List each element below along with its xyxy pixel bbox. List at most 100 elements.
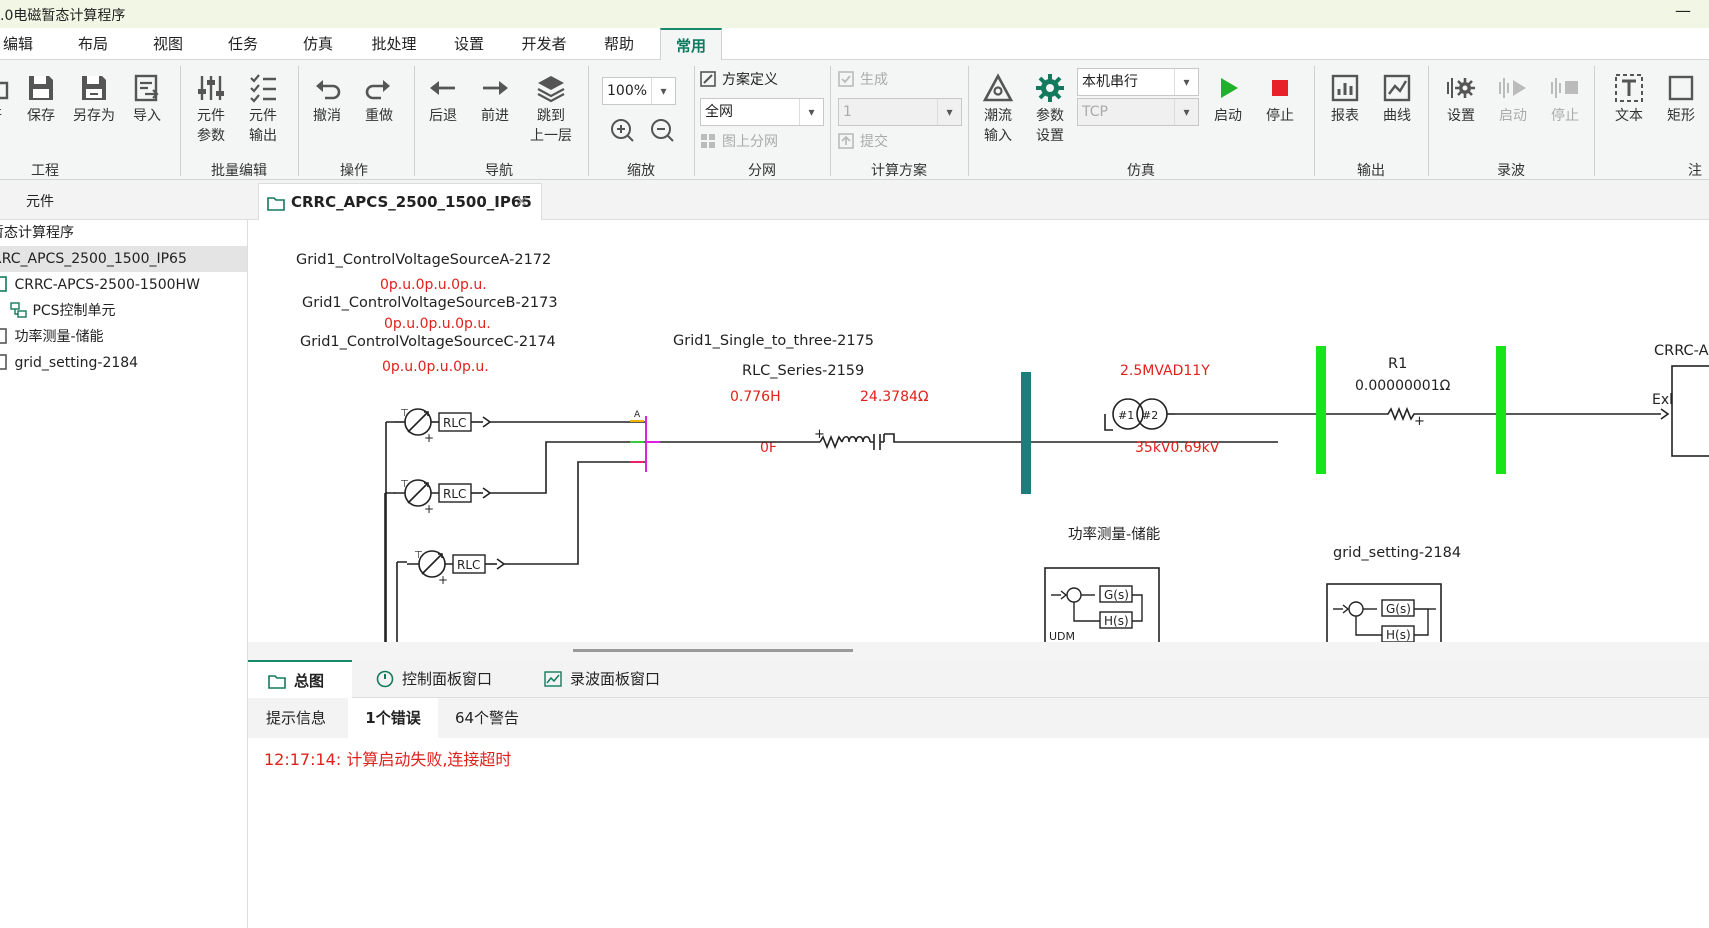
resistor-r1[interactable]: + bbox=[1376, 406, 1426, 429]
phase-a-mark: A bbox=[634, 410, 641, 420]
voltage-source-a[interactable]: RLC + ⊤ bbox=[394, 408, 632, 445]
zoom-select[interactable]: 100% ▾ bbox=[602, 77, 676, 105]
zoom-in-button[interactable] bbox=[608, 116, 636, 144]
menu-tab-settings[interactable]: 设置 bbox=[453, 35, 484, 53]
bus-35kv[interactable] bbox=[1021, 372, 1031, 494]
tab-overview[interactable]: 总图 bbox=[248, 660, 352, 698]
document-tab[interactable]: CRRC_APCS_2500_1500_IP65 × bbox=[258, 183, 542, 220]
curve-button[interactable]: 曲线 bbox=[1372, 72, 1422, 126]
menu-tab-common[interactable]: 常用 bbox=[660, 28, 722, 60]
svg-text:⊤: ⊤ bbox=[414, 550, 423, 561]
voltage-source-b[interactable]: RLC + ⊤ bbox=[394, 441, 632, 516]
horizontal-scrollbar[interactable] bbox=[248, 642, 1709, 660]
voltage-source-c[interactable]: RLC + ⊤ bbox=[407, 461, 632, 587]
separator bbox=[180, 66, 181, 176]
single-to-three-block[interactable]: A bbox=[630, 410, 660, 472]
import-button[interactable]: 导入 bbox=[122, 72, 172, 126]
power-meas-block[interactable]: G(s) H(s) UDM bbox=[1044, 567, 1160, 642]
menu-tab-edit[interactable]: 编辑 bbox=[2, 35, 33, 53]
powerflow-input-button[interactable]: 潮流 输入 bbox=[973, 72, 1023, 146]
group-operation: 操作 bbox=[340, 163, 368, 179]
menu-tab-help[interactable]: 帮助 bbox=[603, 35, 634, 53]
tree-item-project[interactable]: RRC_APCS_2500_1500_IP65 bbox=[0, 246, 247, 272]
menu-tab-task[interactable]: 任务 bbox=[227, 35, 258, 53]
component-params-button[interactable]: 元件 参数 bbox=[186, 72, 236, 146]
component-output-button[interactable]: 元件 输出 bbox=[238, 72, 288, 146]
rect-button[interactable]: 矩形 bbox=[1656, 72, 1706, 126]
subnet-on-graph-button[interactable]: 图上分网 bbox=[700, 130, 778, 154]
bus-left-green[interactable] bbox=[1316, 346, 1326, 474]
text-icon bbox=[1615, 74, 1643, 102]
back-button[interactable]: 后退 bbox=[418, 72, 468, 126]
rec-settings-button[interactable]: 设置 bbox=[1436, 72, 1486, 126]
param-settings-button[interactable]: 参数 设置 bbox=[1025, 72, 1075, 146]
component-output-label-1: 元件 bbox=[249, 108, 277, 124]
group-zoom: 缩放 bbox=[627, 163, 655, 179]
source-wires bbox=[384, 421, 407, 642]
scrollbar-thumb[interactable] bbox=[573, 649, 853, 652]
forward-button[interactable]: 前进 bbox=[470, 72, 520, 126]
rec-stop-button[interactable]: 停止 bbox=[1540, 72, 1590, 126]
scheme-define-button[interactable]: 方案定义 bbox=[700, 68, 778, 92]
component-panel-header: 元件 bbox=[0, 180, 248, 220]
redo-label: 重做 bbox=[365, 108, 393, 124]
transformer[interactable]: #1 #2 bbox=[1104, 398, 1577, 431]
tab-control-panel[interactable]: 控制面板窗口 bbox=[376, 660, 526, 698]
tree-item-pcs[interactable]: PCS控制单元 bbox=[10, 298, 247, 324]
window-title: .0电磁暂态计算程序 bbox=[0, 8, 126, 24]
minimize-button[interactable]: — bbox=[1675, 1, 1691, 20]
chevron-down-icon: ▾ bbox=[799, 99, 823, 125]
start-button[interactable]: 启动 bbox=[1203, 72, 1253, 126]
tree-item-label: 暂态计算程序 bbox=[0, 225, 74, 241]
bus-right-green[interactable] bbox=[1496, 346, 1506, 474]
text-button[interactable]: 文本 bbox=[1604, 72, 1654, 126]
goto-upper-label-2: 上一层 bbox=[530, 128, 572, 144]
menu-tab-layout[interactable]: 布局 bbox=[77, 35, 108, 53]
tab-errors[interactable]: 1个错误 bbox=[348, 698, 438, 738]
tree-item-grid-setting[interactable]: grid_setting-2184 bbox=[0, 350, 247, 376]
undo-button[interactable]: 撤消 bbox=[302, 72, 352, 126]
error-message[interactable]: 12:17:14: 计算启动失败,连接超时 bbox=[264, 750, 512, 769]
calc-select[interactable]: 1 ▾ bbox=[838, 98, 962, 126]
save-as-button[interactable]: 另存为 bbox=[69, 72, 119, 126]
rec-start-button[interactable]: 启动 bbox=[1488, 72, 1538, 126]
generate-button[interactable]: 生成 bbox=[838, 68, 888, 92]
grid-setting-block[interactable]: G(s) H(s) bbox=[1326, 583, 1442, 642]
subnet-select[interactable]: 全网 ▾ bbox=[700, 98, 824, 126]
menu-bar: 编辑 布局 视图 任务 仿真 批处理 设置 开发者 帮助 常用 bbox=[0, 28, 1709, 60]
run-mode-select[interactable]: 本机串行 ▾ bbox=[1077, 68, 1199, 96]
tab-warnings[interactable]: 64个警告 bbox=[454, 709, 520, 727]
menu-tab-batch[interactable]: 批处理 bbox=[371, 35, 417, 53]
menu-tab-developer[interactable]: 开发者 bbox=[521, 35, 567, 53]
rlc-series-element[interactable]: + bbox=[660, 427, 1278, 450]
crrc-block[interactable] bbox=[1577, 365, 1709, 457]
redo-button[interactable]: 重做 bbox=[354, 72, 404, 126]
tab-recording-panel[interactable]: 录波面板窗口 bbox=[544, 660, 694, 698]
save-icon bbox=[29, 76, 53, 100]
transfer-g-label: G(s) bbox=[1386, 602, 1411, 616]
grid-icon bbox=[701, 134, 715, 148]
run-mode-value: 本机串行 bbox=[1082, 74, 1138, 90]
close-icon[interactable]: × bbox=[515, 191, 529, 210]
open-button[interactable]: 开 bbox=[0, 72, 20, 126]
tree-item-power-meas[interactable]: 功率测量-储能 bbox=[0, 324, 247, 350]
goto-upper-button[interactable]: 跳到 上一层 bbox=[526, 72, 576, 146]
group-subnet: 分网 bbox=[748, 163, 776, 179]
save-button[interactable]: 保存 bbox=[16, 72, 66, 126]
menu-tab-simulation[interactable]: 仿真 bbox=[302, 35, 333, 53]
menu-tab-view[interactable]: 视图 bbox=[152, 35, 183, 53]
bar-chart-icon bbox=[1331, 74, 1359, 102]
rec-start-label: 启动 bbox=[1499, 108, 1527, 124]
tree-item-root[interactable]: 暂态计算程序 bbox=[0, 220, 247, 246]
start-label: 启动 bbox=[1214, 108, 1242, 124]
protocol-select[interactable]: TCP ▾ bbox=[1077, 98, 1199, 126]
wave-gear-icon bbox=[1447, 78, 1475, 98]
stop-button[interactable]: 停止 bbox=[1255, 72, 1305, 126]
submit-button[interactable]: 提交 bbox=[838, 130, 888, 154]
zoom-out-button[interactable] bbox=[648, 116, 676, 144]
report-button[interactable]: 报表 bbox=[1320, 72, 1370, 126]
schematic-canvas[interactable]: Grid1_ControlVoltageSourceA-2172 0p.u.0p… bbox=[248, 220, 1709, 642]
zoom-out-icon bbox=[651, 119, 674, 142]
tab-info[interactable]: 提示信息 bbox=[265, 709, 326, 727]
tree-item-hw[interactable]: CRRC-APCS-2500-1500HW bbox=[0, 272, 247, 298]
